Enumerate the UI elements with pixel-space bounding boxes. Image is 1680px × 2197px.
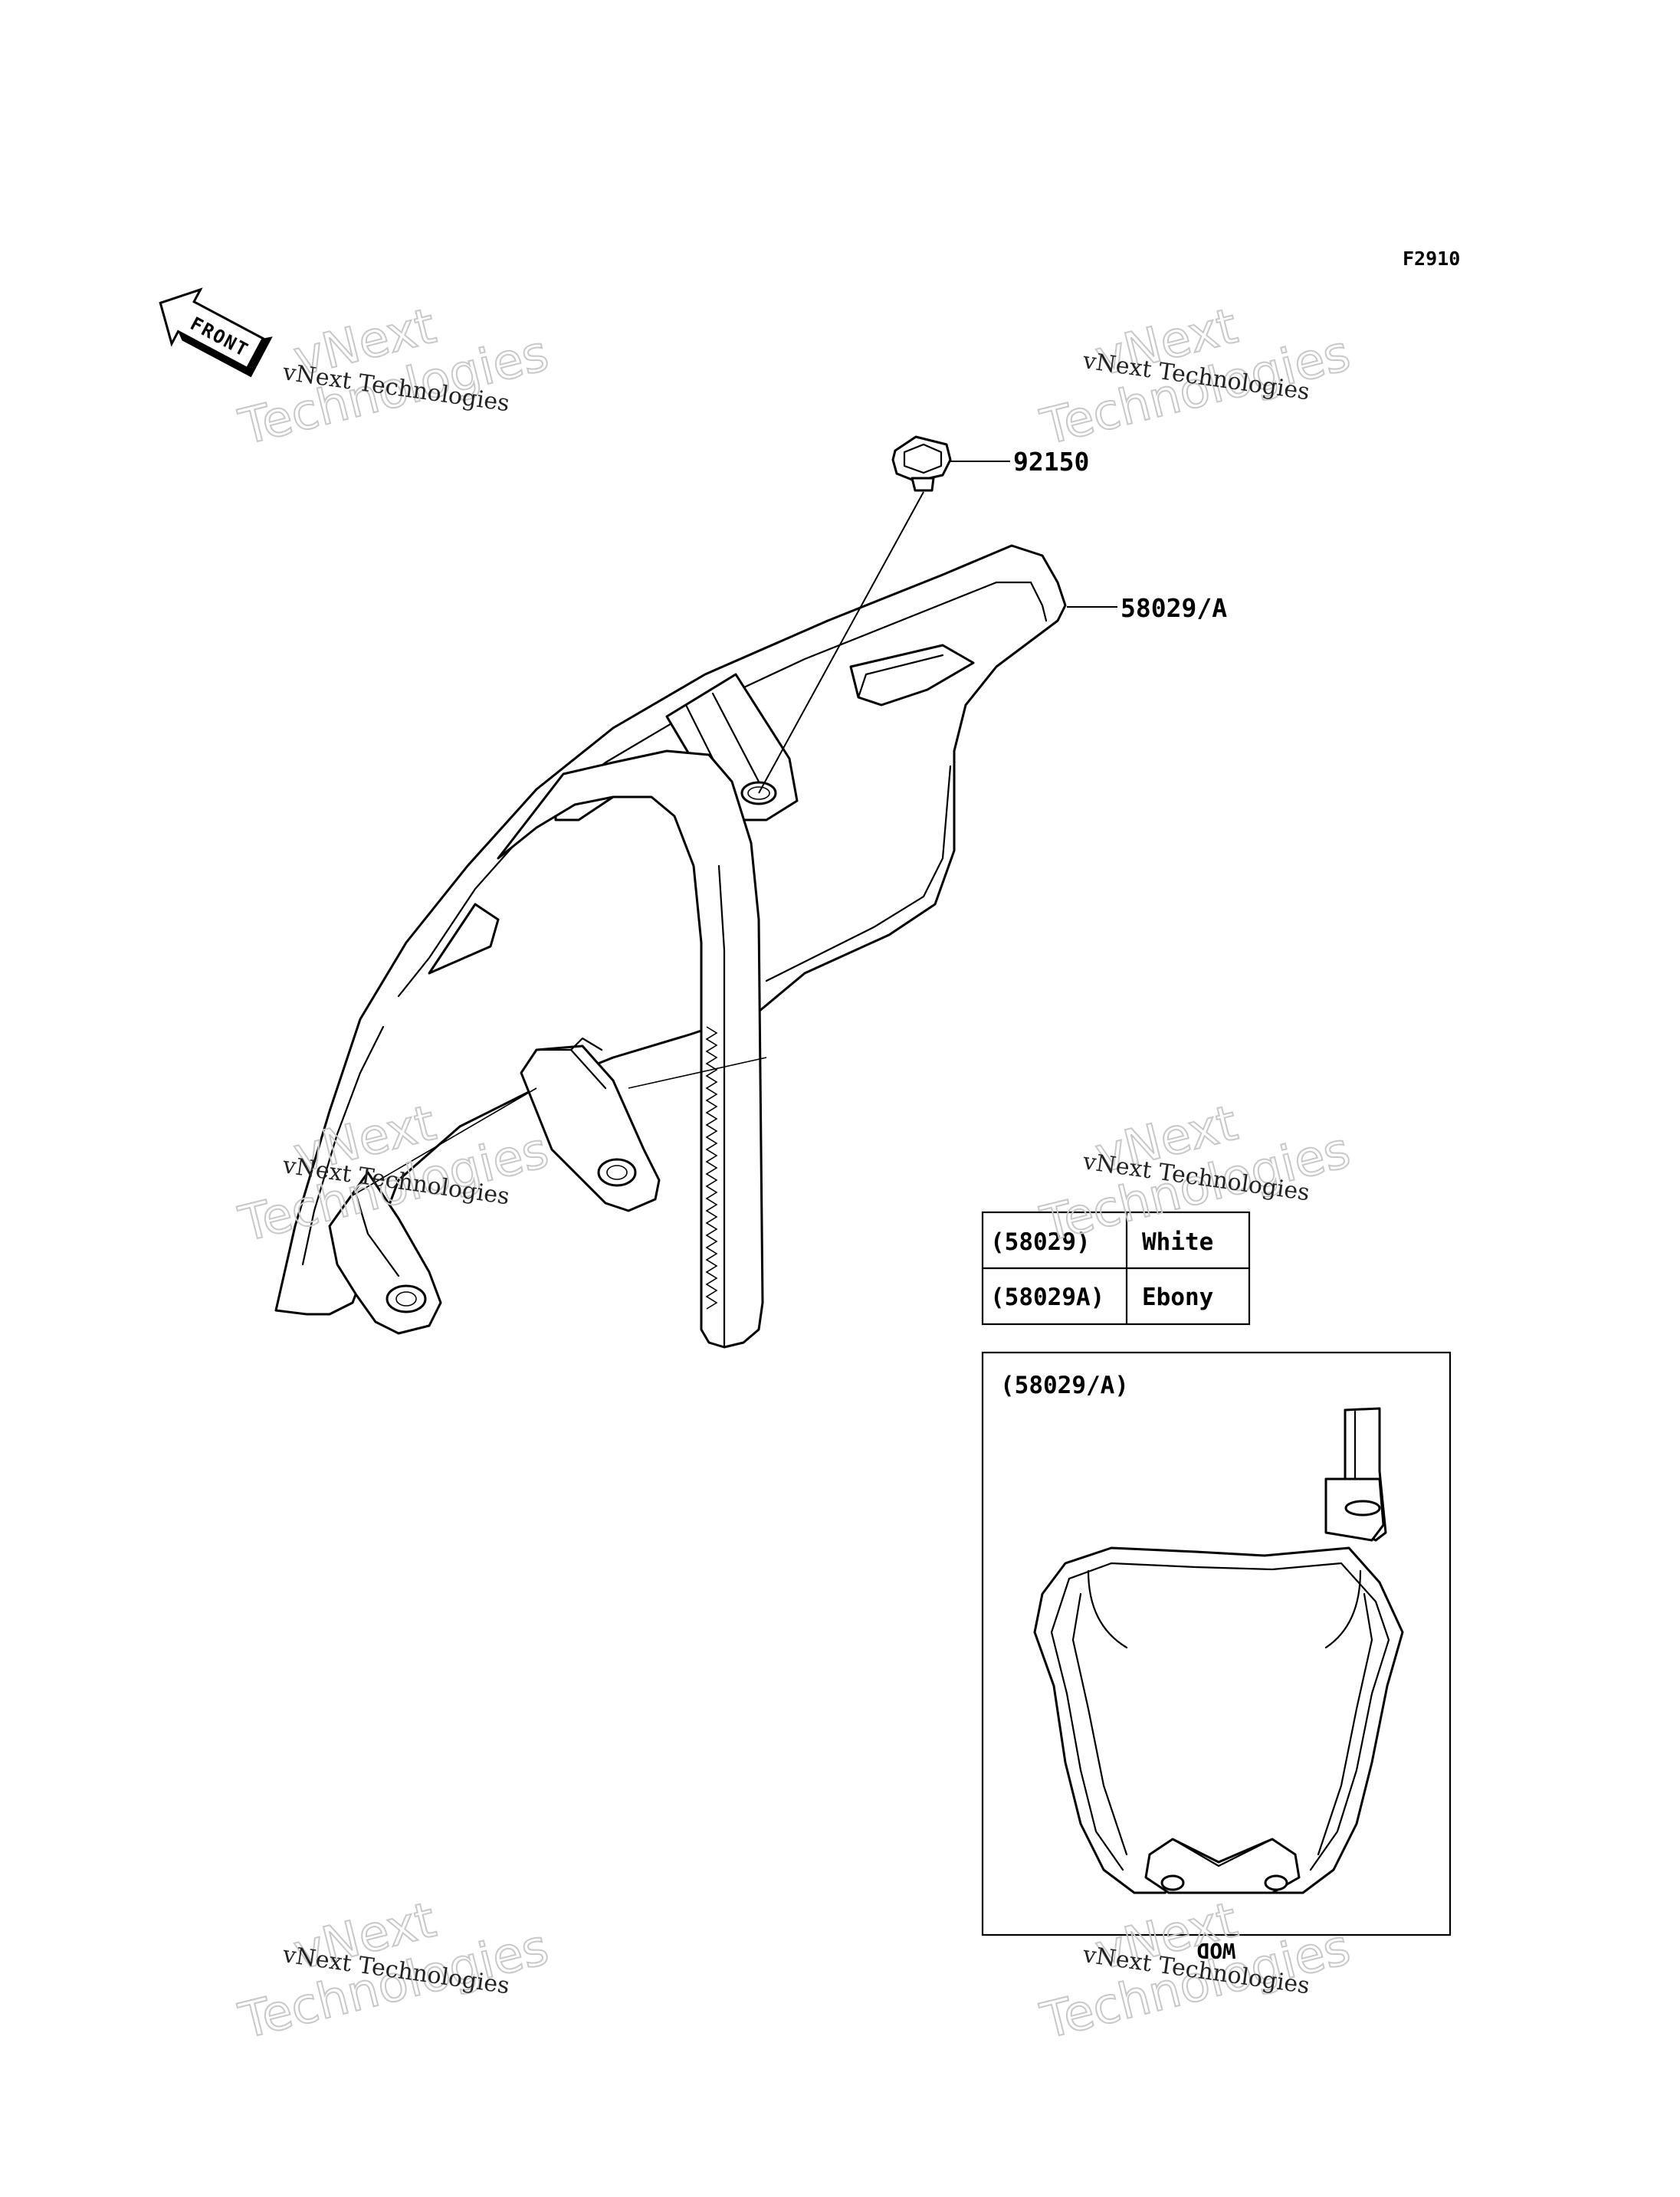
- inset-title: (58029/A): [1000, 1372, 1129, 1399]
- bolt-part-number: 92150: [1013, 447, 1089, 477]
- bolt-leader-line: [758, 491, 924, 794]
- color-table-color-2: Ebony: [1142, 1284, 1213, 1311]
- color-table: (58029) White (58029A) Ebony: [981, 1211, 1251, 1326]
- inset-view: (58029/A): [981, 1351, 1452, 1936]
- color-table-code-2: (58029A): [990, 1284, 1104, 1311]
- inset-note: WOD: [1196, 1938, 1235, 1963]
- color-table-code-1: (58029): [990, 1228, 1091, 1256]
- front-arrow-icon: FRONT: [159, 287, 273, 378]
- number-plate-drawing: [274, 544, 1067, 1349]
- bolt-icon: [891, 435, 952, 492]
- watermark-top-left: vNext Technologies: [233, 297, 555, 457]
- plate-part-number: 58029/A: [1121, 593, 1227, 623]
- figure-code: F2910: [1403, 248, 1460, 270]
- color-table-color-1: White: [1142, 1228, 1213, 1256]
